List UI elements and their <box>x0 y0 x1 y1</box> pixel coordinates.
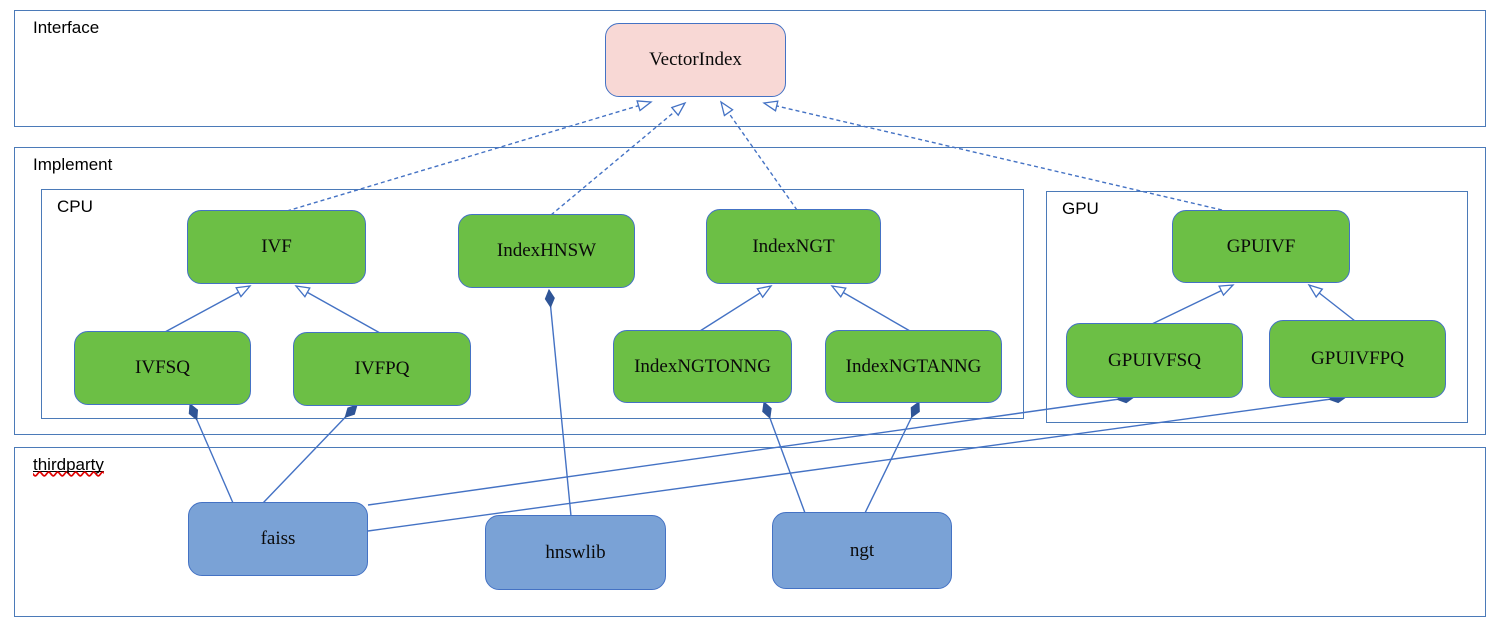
edge-indexhnsw-vectorindex-realization <box>550 101 687 216</box>
container-interface: Interface <box>14 10 1486 127</box>
edge-indexngtonng-indexngt-generalization <box>699 285 773 332</box>
container-cpu: CPU <box>41 189 1024 419</box>
node-ivfsq-label: IVFSQ <box>135 357 190 378</box>
edge-hnswlib-indexhnsw-composition <box>549 290 572 517</box>
node-indexhnsw: IndexHNSW <box>458 214 635 288</box>
node-hnswlib: hnswlib <box>485 515 666 590</box>
node-indexngtanng: IndexNGTANNG <box>825 330 1002 403</box>
edge-ngt-indexngtonng-composition <box>764 402 806 514</box>
edge-ivfsq-ivf-generalization <box>164 285 252 333</box>
edge-gpuivfpq-gpuivf-generalization <box>1307 283 1356 322</box>
edge-gpuivf-vectorindex-realization <box>762 100 1223 211</box>
node-gpuivf-label: GPUIVF <box>1226 235 1296 257</box>
container-implement-label: Implement <box>33 155 113 174</box>
edge-ngt-indexngtanng-composition <box>864 402 919 514</box>
node-indexhnsw-label: IndexHNSW <box>496 240 597 261</box>
edge-gpuivfsq-gpuivf-generalization <box>1151 284 1235 325</box>
node-indexngtonng-label: IndexNGTONNG <box>634 355 771 377</box>
node-indexngt: IndexNGT <box>706 209 881 284</box>
node-vectorindex-label: VectorIndex <box>649 49 742 70</box>
edge-ivfpq-ivf-generalization <box>294 285 381 334</box>
edge-ivf-vectorindex-realization <box>286 100 653 212</box>
node-faiss: faiss <box>188 502 368 576</box>
container-interface-label: Interface <box>33 18 100 37</box>
edge-faiss-gpuivfpq-composition <box>367 397 1346 532</box>
edge-faiss-ivfpq-composition <box>262 405 357 504</box>
node-gpuivfpq-label: GPUIVFPQ <box>1311 348 1404 369</box>
node-ivf: IVF <box>187 210 366 284</box>
node-ivfsq: IVFSQ <box>74 331 251 405</box>
node-gpuivfsq-label: GPUIVFSQ <box>1108 349 1201 371</box>
edge-faiss-gpuivfsq-composition <box>367 397 1134 506</box>
container-thirdparty-label: thirdparty <box>33 455 104 475</box>
node-ivfpq: IVFPQ <box>293 332 471 406</box>
node-ngt: ngt <box>772 512 952 589</box>
node-indexngtanng-label: IndexNGTANNG <box>845 355 982 377</box>
node-ngt-label: ngt <box>849 539 875 561</box>
container-thirdparty-text: thirdparty <box>33 455 104 474</box>
node-ivfpq-label: IVFPQ <box>354 358 410 379</box>
node-hnswlib-label: hnswlib <box>545 541 606 563</box>
node-faiss-label: faiss <box>260 528 296 549</box>
node-gpuivfsq: GPUIVFSQ <box>1066 323 1243 398</box>
node-indexngt-label: IndexNGT <box>752 235 835 257</box>
container-gpu: GPU <box>1046 191 1468 423</box>
container-thirdparty: thirdparty <box>14 447 1486 617</box>
container-gpu-label: GPU <box>1062 199 1099 218</box>
edge-indexngt-vectorindex-realization <box>719 100 798 211</box>
container-implement: Implement <box>14 147 1486 435</box>
node-ivf-label: IVF <box>261 236 292 257</box>
container-cpu-label: CPU <box>57 197 93 216</box>
node-vectorindex: VectorIndex <box>605 23 786 97</box>
node-gpuivf: GPUIVF <box>1172 210 1350 283</box>
node-gpuivfpq: GPUIVFPQ <box>1269 320 1446 398</box>
edge-indexngtanng-indexngt-generalization <box>830 285 911 332</box>
node-indexngtonng: IndexNGTONNG <box>613 330 792 403</box>
edge-faiss-ivfsq-composition <box>190 404 234 504</box>
